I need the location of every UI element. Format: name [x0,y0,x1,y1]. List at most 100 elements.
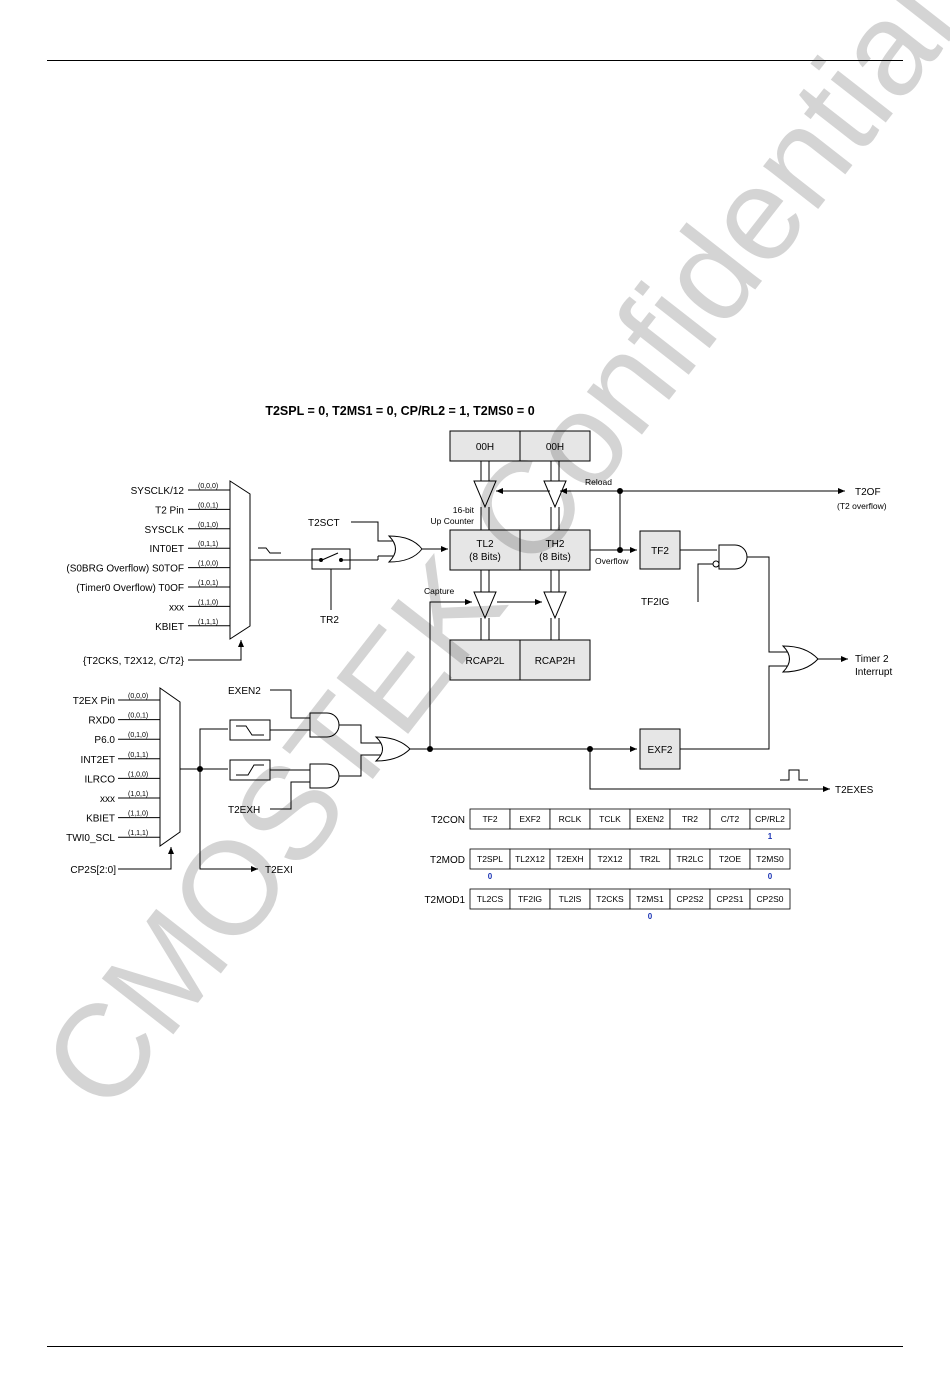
register-bit-value: 0 [488,872,493,881]
footer-rule [47,1346,903,1347]
t2exi-label: T2EXI [265,865,293,876]
overflow-label: Overflow [595,556,629,566]
register-bit-label: T2MS1 [636,894,664,904]
register-bit-label: TR2 [682,814,698,824]
clock-mux-select-code: (1,1,0) [198,599,218,606]
register-bit-label: EXF2 [519,814,541,824]
clock-mux-input-label: xxx [169,602,184,613]
clock-mux-input-label: SYSCLK [145,525,185,536]
rcap2l-box [449,639,521,681]
tl2-label: TL2 [476,539,494,550]
t2exh-label: T2EXH [228,805,260,816]
and-gate-t2exh [309,763,340,789]
or-gate-clock [387,535,423,563]
capture-label: Capture [424,586,455,596]
register-bit-label: RCLK [559,814,582,824]
ex-mux-select-code: (0,0,0) [128,693,148,700]
ex-mux-input-label: ILRCO [84,774,115,785]
ex-mux-input-label: xxx [100,794,115,805]
clock-mux-input-label: (Timer0 Overflow) T0OF [76,583,184,594]
register-bit-label: TF2 [482,814,497,824]
exf2-label: EXF2 [647,745,672,756]
register-bit-label: TL2X12 [515,854,545,864]
register-bit-label: EXEN2 [636,814,664,824]
ex-mux [159,687,181,847]
clock-mux [229,480,251,640]
clock-mux-input-label: T2 Pin [155,505,184,516]
register-bit-label: CP2S0 [757,894,784,904]
register-bit-label: T2CKS [596,894,624,904]
counter-note-1: 16-bit [453,505,475,515]
or-gate-ex [374,736,411,762]
diagram-title: T2SPL = 0, T2MS1 = 0, CP/RL2 = 1, T2MS0 … [265,404,534,418]
ex-mux-select-code: (1,0,0) [128,771,148,778]
register-bit-label: T2X12 [597,854,622,864]
header-rule [47,60,903,61]
register-bit-label: CP/RL2 [755,814,785,824]
register-bit-cell [749,808,791,830]
rcap2l-label: RCAP2L [466,656,505,667]
register-bit-label: TF2IG [518,894,542,904]
clock-mux-select-code: (0,0,0) [198,483,218,490]
rcap2h-box [519,639,591,681]
ex-mux-input-label: TWI0_SCL [66,833,115,844]
tl2-bits-label: (8 Bits) [469,552,501,563]
register-bit-label: T2MS0 [756,854,784,864]
reload-label: Reload [585,477,612,487]
exen2-label: EXEN2 [228,686,261,697]
register-bit-value: 0 [768,872,773,881]
ex-mux-select-code: (1,1,1) [128,830,148,837]
register-name: T2MOD1 [424,895,465,906]
th2-bits-label: (8 Bits) [539,552,571,563]
register-bit-cell [749,848,791,870]
tf2ig-label: TF2IG [641,597,670,608]
register-bit-value: 0 [648,912,653,921]
timer2-interrupt-label-2: Interrupt [855,667,892,678]
clock-mux-input-label: (S0BRG Overflow) S0TOF [66,564,184,575]
register-bit-label: TL2IS [559,894,582,904]
register-name: T2CON [431,815,465,826]
tf2-label: TF2 [651,546,669,557]
counter-th2 [519,529,591,571]
ex-mux-select-code: (0,1,1) [128,752,148,759]
and-gate-tf2 [718,544,748,570]
t2exes-label: T2EXES [835,785,874,796]
clock-mux-select-code: (1,0,0) [198,561,218,568]
clock-mux-select-code: (1,1,1) [198,619,218,626]
t2sct-label: T2SCT [308,518,340,529]
rcap2h-label: RCAP2H [535,656,576,667]
counter-tl2 [449,529,521,571]
register-bit-label: TL2CS [477,894,504,904]
clock-mux-input-label: INT0ET [150,544,184,555]
register-bit-label: TR2LC [677,854,704,864]
register-bit-label: T2SPL [477,854,503,864]
timer2-interrupt-label-1: Timer 2 [855,654,889,665]
clock-mux-input-label: SYSCLK/12 [131,486,185,497]
t2of-label: T2OF [855,487,881,498]
clock-mux-select-code: (0,1,1) [198,541,218,548]
exf2-box [639,728,681,770]
register-name: T2MOD [430,855,465,866]
register-bit-label: C/T2 [721,814,740,824]
ex-mux-select-code: (0,1,0) [128,732,148,739]
register-bit-label: CP2S1 [717,894,744,904]
ex-mux-input-label: T2EX Pin [73,696,115,707]
reload-value-high: 00H [546,442,564,453]
register-bit-label: CP2S2 [677,894,704,904]
register-bit-cell [749,888,791,910]
counter-note-2: Up Counter [431,516,475,526]
ex-mux-select-code: (1,1,0) [128,811,148,818]
clock-mux-input-label: KBIET [155,622,184,633]
clock-mux-select-code: (1,0,1) [198,580,218,587]
ex-mux-input-label: INT2ET [81,755,115,766]
register-bit-label: T2EXH [556,854,583,864]
and-gate-exen2 [309,712,340,738]
clock-mux-select-code: (0,0,1) [198,502,218,509]
t2of-note: (T2 overflow) [837,501,887,511]
register-bit-value: 1 [768,832,773,841]
ex-mux-input-label: KBIET [86,814,115,825]
register-bit-label: TCLK [599,814,621,824]
th2-label: TH2 [546,539,565,550]
ex-mux-input-label: RXD0 [88,716,115,727]
tr2-switch [311,548,351,570]
